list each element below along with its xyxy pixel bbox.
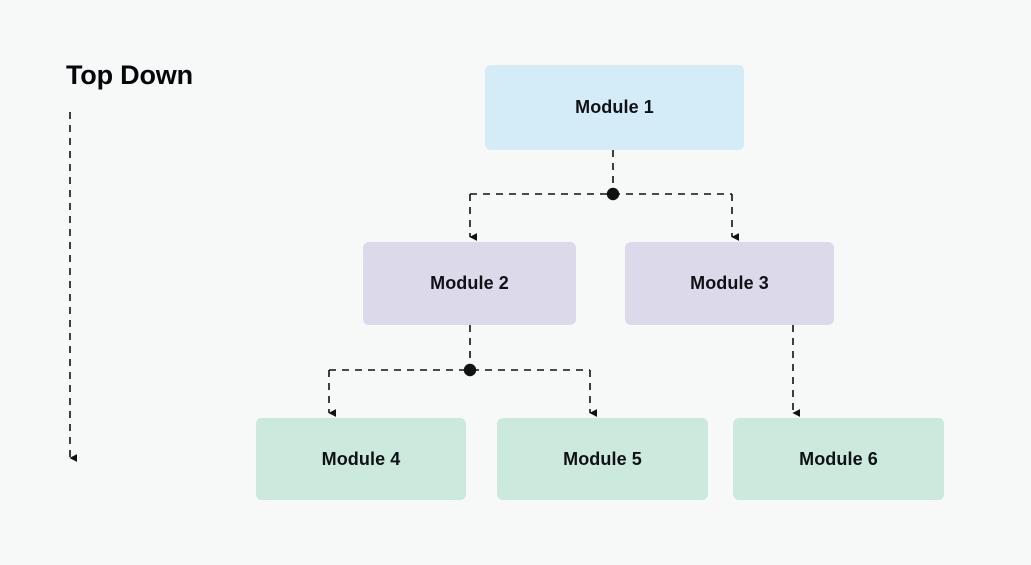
junction-dot-level2	[463, 363, 477, 377]
node-module-2-label: Module 2	[430, 273, 509, 293]
junction-dot-level1	[606, 187, 620, 201]
node-module-1[interactable]: Module 1	[485, 65, 744, 150]
node-module-6-label: Module 6	[799, 448, 878, 469]
node-module-3-label: Module 3	[690, 273, 769, 293]
node-module-5[interactable]: Module 5	[497, 418, 708, 500]
node-module-2[interactable]: Module 2	[363, 242, 576, 325]
node-module-4[interactable]: Module 4	[256, 418, 466, 500]
node-module-1-label: Module 1	[575, 97, 654, 117]
page-title: Top Down	[66, 60, 193, 90]
node-module-4-label: Module 4	[321, 448, 401, 469]
node-module-6[interactable]: Module 6	[733, 418, 944, 500]
node-module-5-label: Module 5	[563, 448, 642, 469]
node-module-3[interactable]: Module 3	[625, 242, 834, 325]
